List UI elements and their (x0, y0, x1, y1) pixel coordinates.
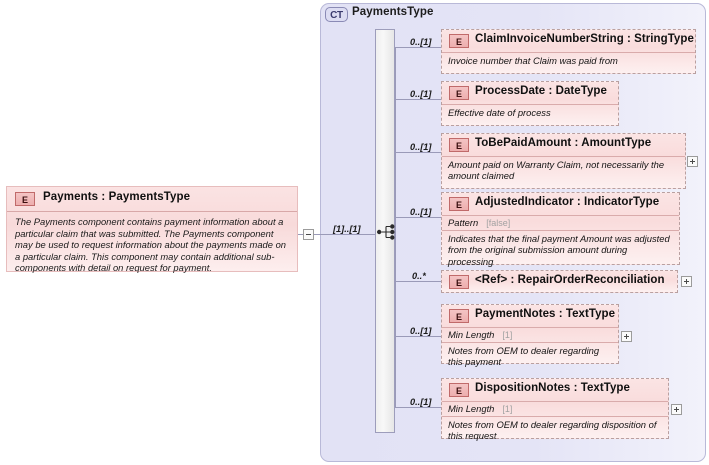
connector-child-3 (395, 217, 441, 218)
connector-root-to-toggle (298, 234, 303, 235)
element-title: ClaimInvoiceNumberString : StringType (475, 33, 694, 45)
element-description: Notes from OEM to dealer regarding this … (448, 345, 600, 368)
element-title: ProcessDate : DateType (475, 85, 607, 97)
element-badge-icon: E (449, 86, 469, 100)
expand-toggle-dispositionnotes[interactable] (671, 404, 682, 415)
root-element-payments[interactable]: E Payments : PaymentsType The Payments c… (6, 186, 298, 274)
root-element-header: E Payments : PaymentsType (7, 187, 297, 212)
element-badge-icon: E (449, 34, 469, 48)
root-element-description: The Payments component contains payment … (15, 216, 286, 274)
element-description: Notes from OEM to dealer regarding dispo… (448, 419, 657, 442)
element-header: E ToBePaidAmount : AmountType (442, 134, 685, 157)
root-collapse-toggle[interactable] (303, 229, 314, 240)
element-box-dispositionnotes[interactable]: E DispositionNotes : TextType Min Length… (441, 378, 669, 442)
element-header: E ProcessDate : DateType (442, 82, 618, 105)
facet-value: [false] (486, 218, 511, 228)
expand-toggle-tobepaidamount[interactable] (687, 156, 698, 167)
connector-toggle-to-sequence (314, 234, 377, 235)
element-header: E DispositionNotes : TextType (442, 379, 668, 402)
element-facet-min-length: Min Length [1] (442, 402, 668, 417)
facet-label: Min Length (448, 403, 495, 414)
cardinality-child-4: 0..* (412, 271, 426, 281)
element-facet-pattern: Pattern [false] (442, 216, 679, 231)
element-box-processdate[interactable]: E ProcessDate : DateType Effective date … (441, 81, 619, 126)
facet-value: [1] (502, 330, 513, 340)
cardinality-child-1: 0..[1] (410, 89, 432, 99)
connector-trunk (395, 47, 396, 407)
expand-toggle-paymentnotes[interactable] (621, 331, 632, 342)
element-description: Invoice number that Claim was paid from (448, 55, 618, 66)
element-title: AdjustedIndicator : IndicatorType (475, 196, 660, 208)
element-title: ToBePaidAmount : AmountType (475, 137, 652, 149)
sequence-cardinality: [1]..[1] (333, 224, 361, 234)
complex-type-title: PaymentsType (352, 6, 434, 18)
facet-label: Pattern (448, 217, 479, 228)
element-box-tobepaidamount[interactable]: E ToBePaidAmount : AmountType Amount pai… (441, 133, 686, 189)
connector-child-1 (395, 99, 441, 100)
cardinality-child-5: 0..[1] (410, 326, 432, 336)
element-badge-icon: E (449, 275, 469, 289)
element-badge-icon: E (449, 383, 469, 397)
cardinality-child-2: 0..[1] (410, 142, 432, 152)
connector-child-0 (395, 47, 441, 48)
element-title: PaymentNotes : TextType (475, 308, 616, 320)
complex-type-badge: CT (325, 7, 348, 22)
sequence-icon[interactable] (377, 223, 399, 241)
expand-toggle-ref[interactable] (681, 276, 692, 287)
element-header: E AdjustedIndicator : IndicatorType (442, 193, 679, 216)
element-box-ref-repairorderreconciliation[interactable]: E <Ref> : RepairOrderReconciliation (441, 270, 678, 293)
element-facet-min-length: Min Length [1] (442, 328, 618, 343)
facet-label: Min Length (448, 329, 495, 340)
element-box-paymentnotes[interactable]: E PaymentNotes : TextType Min Length[1] … (441, 304, 619, 367)
element-description: Indicates that the final payment Amount … (448, 233, 670, 267)
element-header: E <Ref> : RepairOrderReconciliation (442, 271, 677, 293)
element-header: E PaymentNotes : TextType (442, 305, 618, 328)
element-box-adjustedindicator[interactable]: E AdjustedIndicator : IndicatorType Patt… (441, 192, 680, 267)
cardinality-child-0: 0..[1] (410, 37, 432, 47)
element-title: <Ref> : RepairOrderReconciliation (475, 274, 665, 286)
element-badge-icon: E (15, 192, 35, 206)
element-box-claiminvoicenumberstring[interactable]: E ClaimInvoiceNumberString : StringType … (441, 29, 696, 74)
connector-child-6 (395, 407, 441, 408)
sequence-bar (375, 29, 395, 433)
element-badge-icon: E (449, 197, 469, 211)
element-description: Effective date of process (448, 107, 551, 118)
element-description: Amount paid on Warranty Claim, not neces… (448, 159, 665, 182)
cardinality-child-6: 0..[1] (410, 397, 432, 407)
connector-child-5 (395, 336, 441, 337)
element-badge-icon: E (449, 138, 469, 152)
element-header: E ClaimInvoiceNumberString : StringType (442, 30, 695, 53)
connector-child-4 (395, 281, 441, 282)
cardinality-child-3: 0..[1] (410, 207, 432, 217)
element-title: DispositionNotes : TextType (475, 382, 630, 394)
element-badge-icon: E (449, 309, 469, 323)
connector-child-2 (395, 152, 441, 153)
facet-value: [1] (502, 404, 513, 414)
root-element-title: Payments : PaymentsType (43, 191, 191, 203)
